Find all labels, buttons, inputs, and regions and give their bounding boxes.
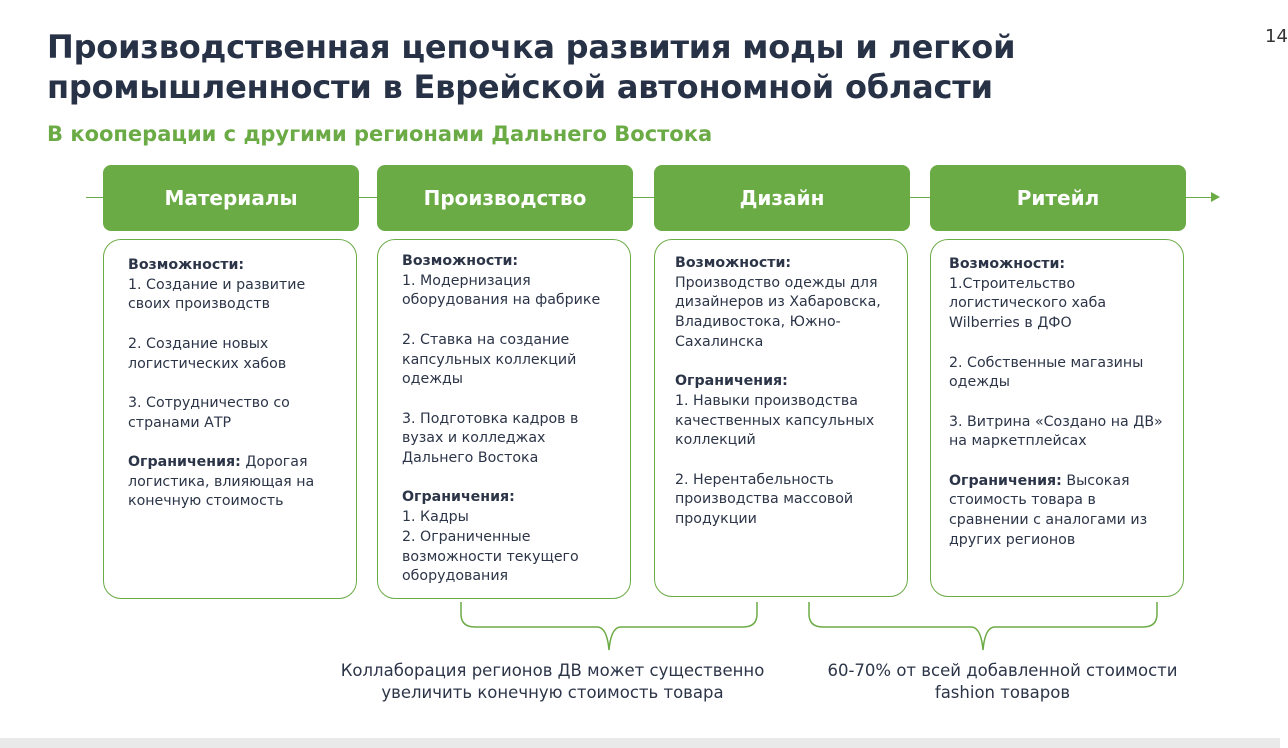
- stage-paragraph: 2. Собственные магазины одежды: [949, 354, 1167, 393]
- note-collaboration: Коллаборация регионов ДВ может существен…: [340, 661, 765, 702]
- stage-paragraph: Возможности: 1.Строительство логистическо…: [949, 255, 1167, 334]
- stage-text: Высокая стоимость товара в сравнении с а…: [949, 472, 1148, 548]
- stage-paragraph: Возможности: Производство одежды для диза…: [675, 254, 891, 353]
- opportunities-label: Возможности:: [675, 255, 792, 271]
- stage-header: Производство: [377, 165, 633, 231]
- flow-line: [86, 197, 1212, 198]
- stage-text: 2. Собственные магазины одежды: [949, 354, 1144, 391]
- stage-retail: Ритейл Возможности: 1.Строительство логис…: [930, 165, 1186, 597]
- stage-text: Дорогая логистика, влияющая на конечную …: [128, 453, 315, 510]
- opportunities-label: Возможности:: [949, 256, 1066, 272]
- stage-header: Ритейл: [930, 165, 1186, 231]
- stage-paragraph: 2. Нерентабельность производства массово…: [675, 471, 891, 530]
- stage-paragraph: 1. Создание и развитие своих производств: [128, 276, 340, 315]
- stage-paragraph: Ограничения: Дорогая логистика, влияющая…: [128, 453, 340, 512]
- stage-text: 3. Витрина «Создано на ДВ» на маркетплей…: [949, 413, 1163, 450]
- opportunities-label: Возможности:: [128, 257, 245, 273]
- stage-text: 3. Сотрудничество со странами АТР: [128, 394, 290, 431]
- page-number: 14: [1265, 26, 1288, 47]
- stage-production: Производство Возможности: 1. Модернизация…: [377, 165, 633, 599]
- limitations-label: Ограничения:: [128, 453, 241, 470]
- brace-left: [460, 602, 758, 651]
- stage-paragraph: Возможности:: [128, 256, 340, 276]
- stage-design: Дизайн Возможности: Производство одежды д…: [654, 165, 910, 597]
- stage-paragraph: 2. Создание новых логистических хабов: [128, 335, 340, 374]
- limitations-label: Ограничения:: [675, 373, 788, 390]
- stage-text: 2. Создание новых логистических хабов: [128, 335, 287, 372]
- slide-subtitle: В кооперации с другими регионами Дальнег…: [47, 122, 713, 146]
- stage-text: 1. Создание и развитие своих производств: [128, 276, 306, 313]
- stage-card: Возможности: 1. Модернизация оборудования…: [377, 239, 631, 599]
- bottom-scrollbar: [0, 738, 1280, 748]
- stage-text: 2. Ставка на создание капсульных коллекц…: [402, 331, 577, 388]
- note-value-share: 60-70% от всей добавленной стоимости fas…: [827, 661, 1178, 702]
- stage-text: 1.Строительство логистического хаба Wilb…: [949, 275, 1107, 332]
- stage-header: Дизайн: [654, 165, 910, 231]
- stage-card: Возможности: 1. Создание и развитие своих…: [103, 239, 357, 599]
- stage-paragraph: 2. Ставка на создание капсульных коллекц…: [402, 331, 614, 390]
- stage-paragraph: 3. Сотрудничество со странами АТР: [128, 394, 340, 433]
- stage-card: Возможности: 1.Строительство логистическо…: [930, 239, 1184, 597]
- stage-materials: Материалы Возможности: 1. Создание и разв…: [103, 165, 359, 599]
- stage-text: 3. Подготовка кадров в вузах и колледжах…: [402, 410, 579, 466]
- stage-paragraph: 3. Подготовка кадров в вузах и колледжах…: [402, 410, 614, 469]
- arrow-right-icon: [1211, 192, 1220, 202]
- stage-paragraph: Ограничения: 1. Кадры 2. Ограниченные возм…: [402, 488, 614, 587]
- stage-card: Возможности: Производство одежды для диза…: [654, 239, 908, 597]
- brace-right: [808, 602, 1158, 651]
- stage-text: 2. Ограниченные возможности текущего обо…: [402, 528, 579, 585]
- stage-paragraph: Возможности: 1. Модернизация оборудования…: [402, 252, 614, 311]
- limitations-label: Ограничения:: [949, 472, 1062, 489]
- stage-header: Материалы: [103, 165, 359, 231]
- stage-paragraph: Ограничения: 1. Навыки производства качес…: [675, 372, 891, 451]
- limitations-label: Ограничения:: [402, 489, 515, 506]
- stage-text: 1. Кадры: [402, 509, 469, 526]
- slide-title: Производственная цепочка развития моды и…: [47, 28, 1016, 106]
- stage-paragraph: Ограничения: Высокая стоимость товара в …: [949, 472, 1167, 551]
- stage-text: Производство одежды для дизайнеров из Ха…: [675, 274, 881, 350]
- stage-paragraph: 3. Витрина «Создано на ДВ» на маркетплей…: [949, 413, 1167, 452]
- stage-text: 1. Модернизация оборудования на фабрике: [402, 272, 601, 309]
- stage-text: 2. Нерентабельность производства массово…: [675, 471, 854, 528]
- stage-text: 1. Навыки производства качественных капс…: [675, 392, 875, 449]
- opportunities-label: Возможности:: [402, 253, 519, 269]
